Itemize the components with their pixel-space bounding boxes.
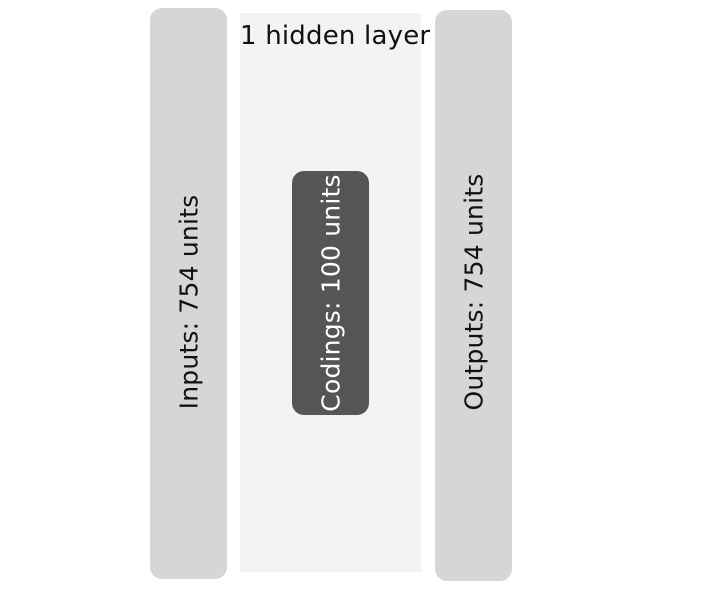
codings-label: Codings: 100 units: [316, 174, 345, 412]
outputs-label: Outputs: 754 units: [459, 173, 488, 411]
codings-layer: Codings: 100 units: [292, 171, 369, 415]
inputs-layer: Inputs: 754 units: [150, 8, 227, 579]
outputs-layer: Outputs: 754 units: [435, 10, 512, 581]
hidden-layer-title: 1 hidden layer: [240, 21, 431, 51]
hidden-layer-panel: 1 hidden layer: [240, 13, 431, 572]
inputs-label: Inputs: 754 units: [174, 194, 203, 410]
